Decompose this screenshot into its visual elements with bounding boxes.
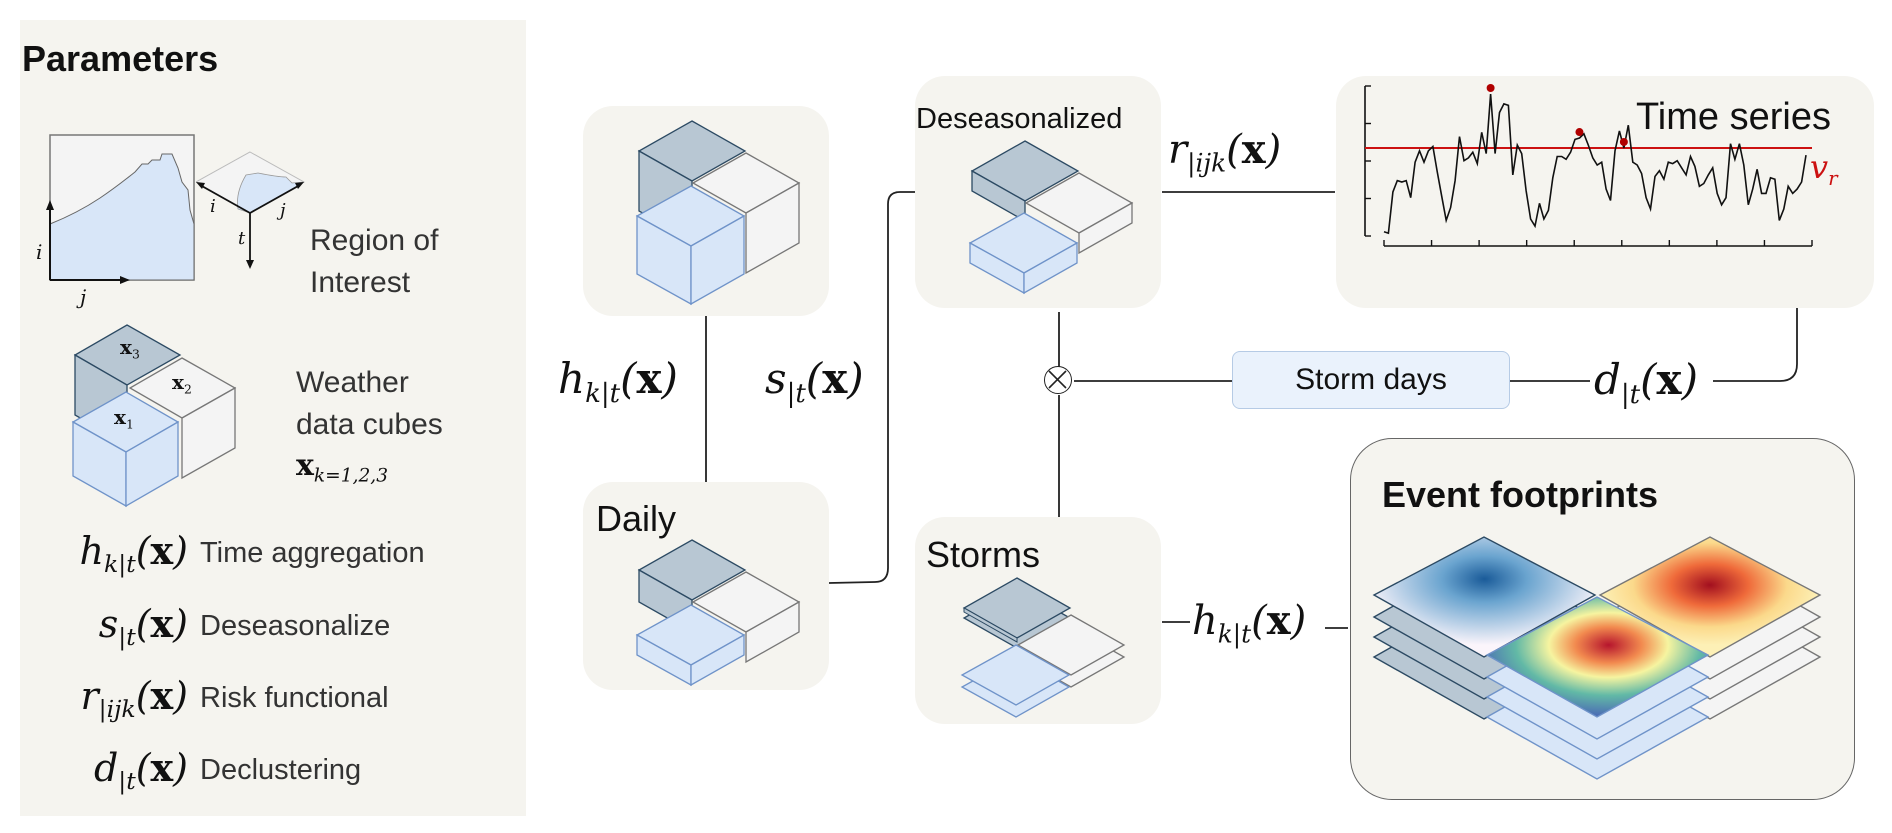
function-row-d: d|t(x) Declustering bbox=[50, 745, 361, 795]
raw-cubes-icon bbox=[635, 120, 801, 306]
region-label-line2: Interest bbox=[310, 266, 411, 299]
cube-x2-label: x2 bbox=[172, 370, 192, 397]
daily-cubes-icon bbox=[635, 539, 801, 687]
edge-label-r: r|ijk(x) bbox=[1168, 126, 1282, 178]
edge-d-to-timeseries bbox=[1713, 308, 1798, 382]
cubes-label-line1: Weather bbox=[296, 366, 409, 399]
deseasonalized-cubes-icon bbox=[968, 140, 1134, 295]
axis-i-label: i bbox=[36, 240, 43, 264]
function-d-symbol: d|t(x) bbox=[93, 744, 188, 796]
region-map-icon bbox=[46, 134, 195, 284]
function-h-symbol: hk|t(x) bbox=[79, 527, 188, 579]
event-footprints-layers bbox=[1372, 536, 1822, 780]
storm-days-label: Storm days bbox=[1295, 363, 1447, 396]
cube-x1-label: x1 bbox=[114, 405, 134, 432]
function-d-label: Declustering bbox=[200, 753, 362, 786]
peak-marker bbox=[1486, 84, 1495, 92]
axis-j-label: j bbox=[80, 285, 87, 309]
function-r-symbol: r|ijk(x) bbox=[80, 672, 188, 724]
edge-daily-to-deseasonalized bbox=[828, 191, 920, 584]
region-label-line1: Region of bbox=[310, 224, 439, 257]
precipitation-footprint bbox=[1372, 536, 1597, 658]
edge-label-d: d|t(x) bbox=[1594, 355, 1698, 411]
iso-axis-t-label: t bbox=[238, 228, 246, 249]
parameters-title: Parameters bbox=[22, 38, 219, 79]
daily-label: Daily bbox=[596, 498, 677, 539]
cubes-label-line2: data cubes bbox=[296, 408, 443, 441]
edge-label-s: s|t(x) bbox=[765, 354, 864, 410]
event-footprints-label: Event footprints bbox=[1382, 474, 1658, 515]
storms-label: Storms bbox=[926, 534, 1041, 575]
storm-days-box: Storm days bbox=[1232, 351, 1510, 409]
time-series-label: Time series bbox=[1636, 96, 1831, 138]
cubes-label: Weather data cubes bbox=[296, 362, 443, 446]
weather-cubes-icon bbox=[71, 324, 237, 508]
time-series-chart bbox=[1364, 84, 1813, 247]
multiply-node bbox=[1044, 366, 1072, 394]
function-row-s: s|t(x) Deseasonalize bbox=[50, 601, 390, 651]
function-h-label: Time aggregation bbox=[200, 536, 425, 569]
function-s-symbol: s|t(x) bbox=[98, 600, 188, 652]
iso-axis-i-label: i bbox=[210, 196, 216, 217]
wind-footprint bbox=[1485, 596, 1710, 718]
series-line bbox=[1383, 93, 1807, 235]
deseasonalized-label: Deseasonalized bbox=[916, 103, 1123, 135]
edge-label-h: hk|t(x) bbox=[558, 354, 678, 410]
multiply-icon bbox=[1048, 370, 1067, 389]
function-r-label: Risk functional bbox=[200, 681, 389, 714]
region-isometric-icon bbox=[196, 151, 306, 269]
cube-x3-label: x3 bbox=[120, 335, 140, 362]
function-s-label: Deseasonalize bbox=[200, 609, 391, 642]
iso-axis-j-label: j bbox=[280, 200, 286, 221]
cubes-symbol: xk=1,2,3 bbox=[296, 448, 389, 487]
peak-marker bbox=[1619, 137, 1628, 146]
function-row-r: r|ijk(x) Risk functional bbox=[50, 672, 389, 724]
time-series-box bbox=[1336, 76, 1874, 308]
region-label: Region of Interest bbox=[310, 220, 438, 304]
function-row-h: hk|t(x) Time aggregation bbox=[50, 528, 425, 578]
edge-label-h2: hk|t(x) bbox=[1192, 597, 1307, 649]
storms-layers-icon bbox=[960, 577, 1126, 718]
threshold-label: vr bbox=[1810, 148, 1838, 190]
peak-marker bbox=[1575, 128, 1584, 137]
